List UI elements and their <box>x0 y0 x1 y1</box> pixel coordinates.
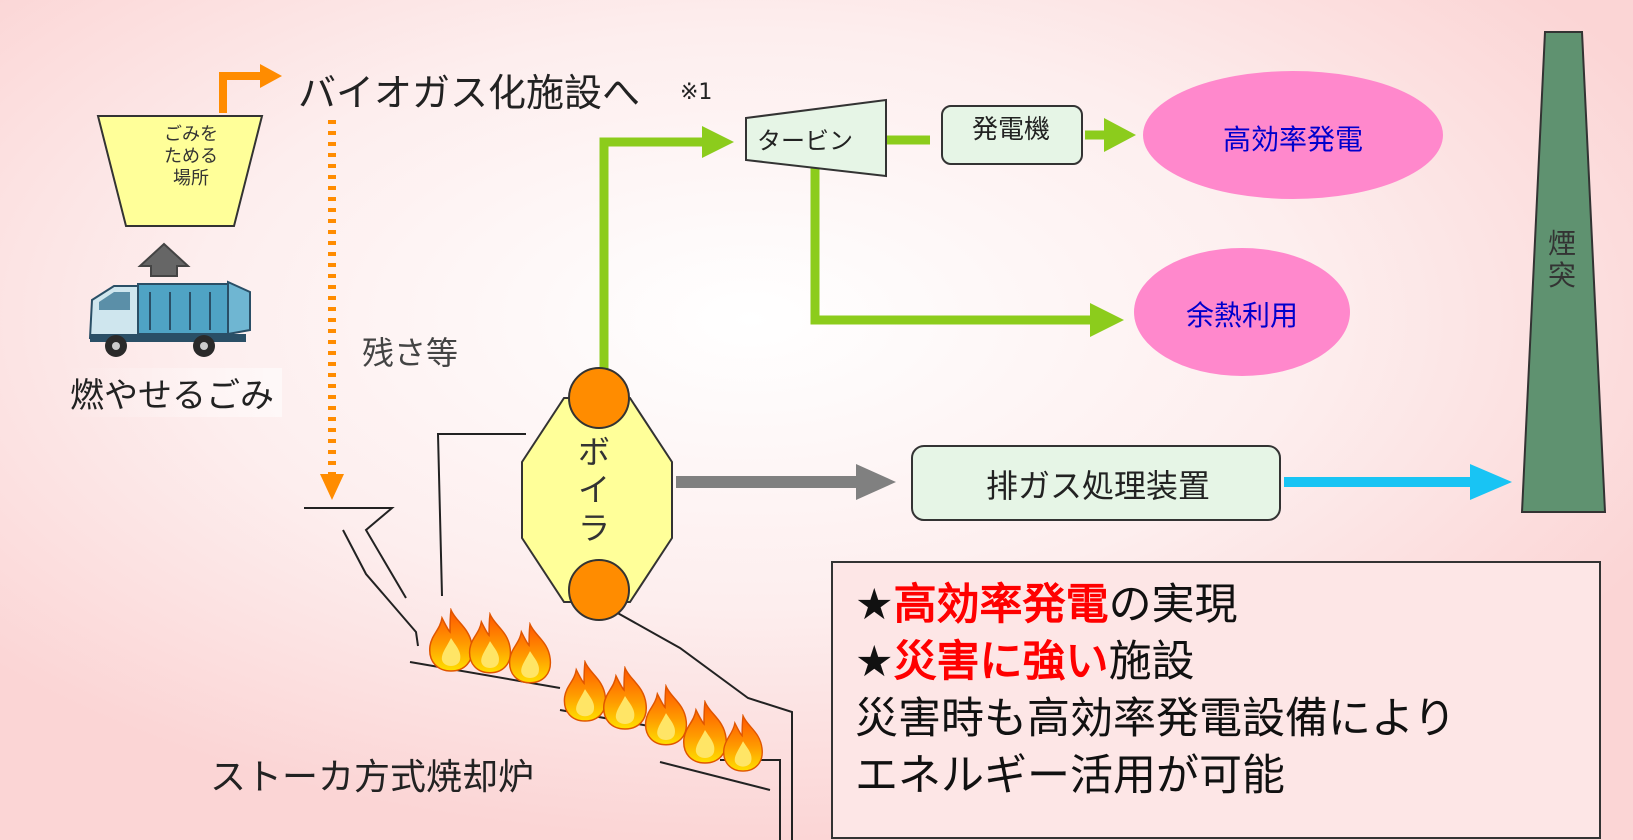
feature-desc-line-2: エネルギー活用が可能 <box>855 751 1285 801</box>
high-efficiency-power-ellipse <box>1143 71 1443 199</box>
waste-pit-shape <box>96 115 264 227</box>
residue-label: 残さ等 <box>362 334 459 372</box>
generator-to-power-arrow <box>1085 118 1136 152</box>
boiler-shape <box>521 397 673 603</box>
feature-line-1: ★高効率発電の実現 <box>855 577 1579 634</box>
turbine-shape <box>745 98 887 178</box>
incinerator-outline <box>304 433 793 840</box>
garbage-truck-icon <box>88 280 251 357</box>
feature-1-highlight: 高効率発電 <box>893 580 1109 630</box>
exhaust-arrow <box>676 464 896 500</box>
waste-heat-ellipse <box>1134 248 1350 376</box>
chimney-label: 煙 突 <box>1548 227 1577 292</box>
high-efficiency-power-label: 高効率発電 <box>1222 123 1363 156</box>
biogas-arrow <box>219 64 282 113</box>
stoker-incinerator-label: ストーカ方式焼却炉 <box>210 757 535 798</box>
boiler-water-drum-icon <box>568 559 630 621</box>
waste-heat-use-label: 余熱利用 <box>1185 299 1298 332</box>
generator-box <box>941 105 1083 165</box>
to-biogas-facility-label: バイオガス化施設へ <box>298 71 641 115</box>
exhaust-gas-treatment-label: 排ガス処理装置 <box>985 467 1210 505</box>
star-icon: ★ <box>855 637 894 687</box>
steam-line-to-turbine <box>599 126 734 388</box>
note-mark-label: ※1 <box>680 80 713 105</box>
feature-2-highlight: 災害に強い <box>893 637 1109 687</box>
residue-arrow <box>320 120 344 500</box>
treated-gas-arrow <box>1284 464 1512 500</box>
feature-1-text: の実現 <box>1108 580 1238 630</box>
feature-2-text: 施設 <box>1108 637 1195 687</box>
exhaust-gas-treatment-box <box>911 445 1281 521</box>
boiler-steam-drum-icon <box>568 367 630 429</box>
truck-to-pit-arrow <box>137 242 191 277</box>
waste-pit-label: ごみを ためる 場所 <box>164 124 218 189</box>
boiler-label: ボ イ ラ <box>577 433 610 547</box>
turbine-to-heat-arrow <box>810 162 1124 337</box>
generator-label: 発電機 <box>971 115 1050 145</box>
feature-line-2: ★災害に強い施設 <box>855 634 1579 691</box>
feature-info-box: ★高効率発電の実現 ★災害に強い施設 災害時も高効率発電設備により エネルギー活… <box>831 561 1601 839</box>
burnable-waste-label: 燃やせるごみ <box>62 368 282 417</box>
turbine-label: タービン <box>757 127 853 155</box>
feature-desc-line-1: 災害時も高効率発電設備により <box>855 694 1457 744</box>
star-icon: ★ <box>855 580 894 630</box>
